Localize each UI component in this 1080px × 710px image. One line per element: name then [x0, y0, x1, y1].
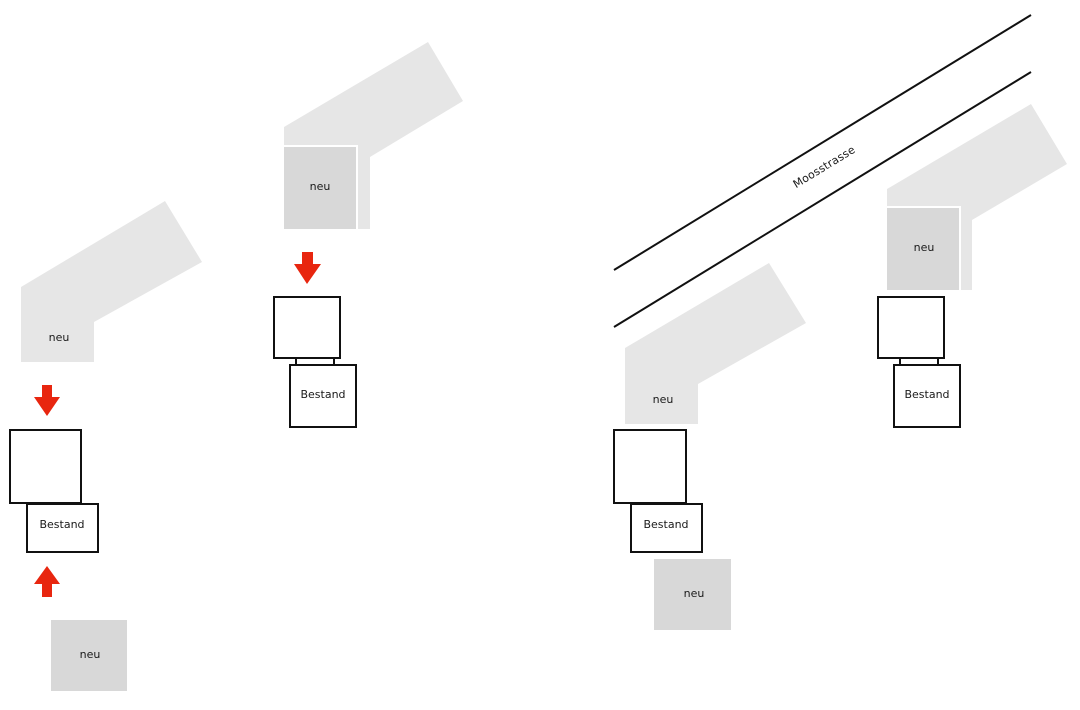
existing-building-annex: [613, 429, 687, 504]
new-building-block: [654, 559, 731, 630]
existing-building: [630, 503, 703, 553]
existing-building: [26, 503, 99, 553]
existing-building-annex: [9, 429, 82, 504]
street-edge-bottom: [613, 71, 1032, 328]
existing-building-annex: [877, 296, 945, 359]
street-edge-top: [613, 14, 1032, 271]
variant-4: neu Bestand: [877, 104, 1067, 428]
new-building-block: [282, 145, 358, 231]
variant-2: neu Bestand: [273, 42, 463, 428]
existing-label: Bestand: [643, 518, 688, 531]
new-label: neu: [653, 393, 674, 406]
new-label: neu: [80, 648, 101, 661]
new-building-block: [885, 206, 961, 292]
variant-1: neu Bestand neu: [9, 201, 202, 691]
new-building-block: [51, 620, 127, 691]
new-label: neu: [914, 241, 935, 254]
arrow-up-icon: [34, 566, 60, 597]
existing-building: [893, 364, 961, 428]
existing-label: Bestand: [300, 388, 345, 401]
new-wing-shape: [625, 263, 806, 424]
existing-connector: [899, 357, 939, 366]
existing-building: [289, 364, 357, 428]
arrow-down-icon: [294, 252, 321, 284]
arrow-down-icon: [34, 385, 60, 416]
existing-label: Bestand: [904, 388, 949, 401]
existing-connector: [295, 357, 335, 366]
new-wing-shape: [21, 201, 202, 362]
existing-label: Bestand: [39, 518, 84, 531]
new-label: neu: [310, 180, 331, 193]
new-label: neu: [49, 331, 70, 344]
variant-3: neu Bestand neu: [613, 263, 806, 630]
new-label: neu: [684, 587, 705, 600]
existing-building-annex: [273, 296, 341, 359]
